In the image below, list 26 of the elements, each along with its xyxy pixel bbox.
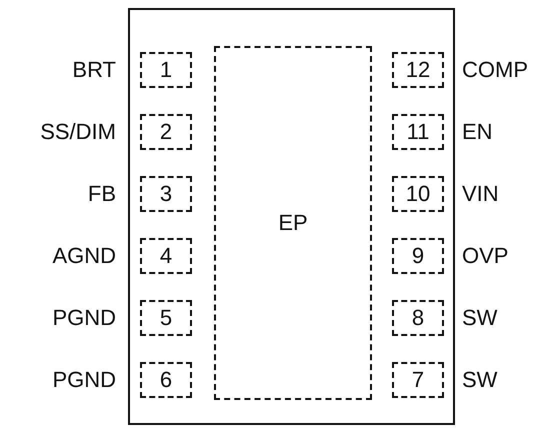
pin-number: 1 xyxy=(160,58,172,82)
pin-name: AGND xyxy=(52,243,116,269)
pin-number: 7 xyxy=(412,368,424,392)
pin-name: SW xyxy=(462,367,498,393)
pin-number: 10 xyxy=(406,182,430,206)
pin-number: 3 xyxy=(160,182,172,206)
pad-label: EP xyxy=(278,211,308,235)
pin-number: 9 xyxy=(412,244,424,268)
pin-name: SW xyxy=(462,305,498,331)
pin-number: 6 xyxy=(160,368,172,392)
pin-name: VIN xyxy=(462,181,499,207)
pin-number: 8 xyxy=(412,306,424,330)
pin-number: 2 xyxy=(160,120,172,144)
exposed-pad-outline xyxy=(214,46,372,400)
pin-number: 4 xyxy=(160,244,172,268)
pin-name: EN xyxy=(462,119,493,145)
pin-name: COMP xyxy=(462,57,528,83)
pin-name: SS/DIM xyxy=(40,119,116,145)
pin-number: 5 xyxy=(160,306,172,330)
pin-name: FB xyxy=(88,181,116,207)
pin-name: OVP xyxy=(462,243,508,269)
pin-name: PGND xyxy=(52,367,116,393)
pin-number: 11 xyxy=(406,120,430,144)
pin-name: BRT xyxy=(72,57,116,83)
pin-number: 12 xyxy=(406,58,430,82)
pin-name: PGND xyxy=(52,305,116,331)
